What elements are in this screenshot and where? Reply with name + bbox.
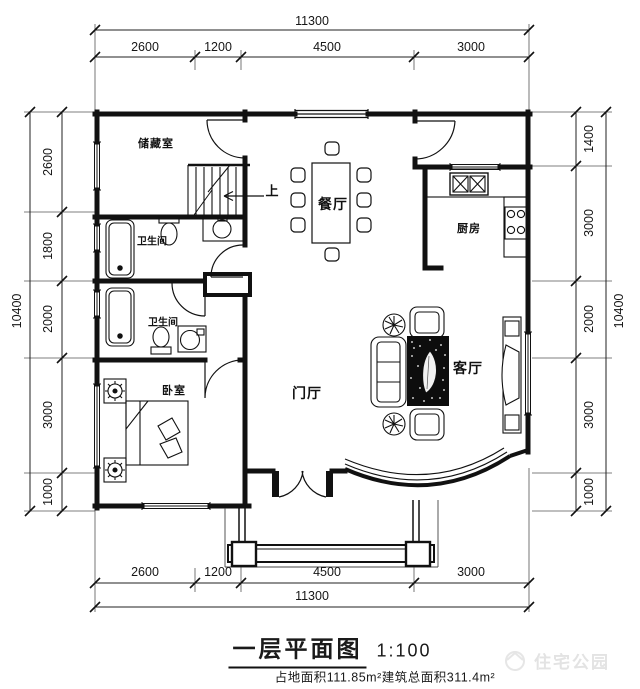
- bath1-door: [210, 244, 244, 278]
- armchair: [409, 408, 445, 441]
- dim-left-segment-3: 3000: [41, 401, 55, 429]
- bay-window: [344, 447, 529, 488]
- dim-top-segment-1: 1200: [204, 40, 232, 54]
- area-note: 占地面积111.85m²建筑总面积311.4m²: [274, 670, 496, 685]
- dim-right-segment-2: 2000: [582, 305, 596, 333]
- doors: [171, 119, 456, 498]
- kitchen-fixtures: [426, 168, 529, 258]
- storage-room-label: 储藏室: [138, 138, 174, 150]
- stairs: [187, 163, 264, 216]
- bedroom-door: [204, 359, 244, 399]
- dim-bottom-segment-2: 4500: [313, 565, 341, 579]
- walls: [92, 109, 533, 511]
- bed: [125, 400, 189, 466]
- bedroom-label: 卧室: [162, 385, 186, 397]
- bathroom1-label: 卫生间: [137, 236, 167, 248]
- dim-right-segment-4: 1000: [582, 478, 596, 506]
- bath1-fixtures: [105, 215, 244, 279]
- dim-top-segment-3: 3000: [457, 40, 485, 54]
- porch: [224, 500, 439, 568]
- dim-right-segment-3: 3000: [582, 401, 596, 429]
- brand-logo-icon: [505, 651, 525, 671]
- bedroom-furniture: [103, 378, 189, 483]
- entrance-door-arcs: [278, 470, 327, 498]
- nightstand: [103, 378, 127, 404]
- terrace-door: [414, 120, 456, 160]
- bath2-toilet: [152, 326, 170, 348]
- windows: [93, 109, 532, 510]
- bath2-door: [171, 282, 206, 317]
- stairs-up-label: 上: [265, 183, 279, 199]
- dim-bottom-segment-1: 1200: [204, 565, 232, 579]
- dimension-ticks: [24, 24, 612, 613]
- kitchen-sink: [449, 172, 489, 196]
- sofa: [370, 336, 407, 408]
- watermark: 住宅公园: [502, 647, 610, 673]
- bath2-tub: [105, 287, 135, 347]
- dimension-lines: [29, 29, 607, 608]
- dim-bottom-segment-0: 2600: [131, 565, 159, 579]
- dimension-extension-lines: [24, 24, 612, 612]
- living-furniture: [370, 306, 522, 441]
- dim-right-total: 10400: [612, 293, 626, 329]
- dim-left-segment-4: 1000: [41, 478, 55, 506]
- dim-top-segment-0: 2600: [131, 40, 159, 54]
- dim-bottom-segment-3: 3000: [457, 565, 485, 579]
- kitchen-label: 厨房: [457, 223, 481, 235]
- entrance-hall-label: 门厅: [292, 385, 322, 401]
- bath2-fixtures: [105, 287, 207, 355]
- bath2-basin: [177, 325, 207, 353]
- dim-bottom-total: 11300: [295, 589, 329, 603]
- stairs-up-arrow: [223, 190, 264, 202]
- dim-left-total: 10400: [10, 293, 24, 329]
- bath1-tub: [105, 219, 135, 279]
- drawing-scale: 1:100: [376, 640, 432, 661]
- plant: [382, 313, 406, 337]
- brand-name: 住宅公园: [534, 652, 610, 672]
- entrance-door-leaf-right: [326, 471, 333, 497]
- dim-top-total: 11300: [295, 14, 329, 28]
- dim-left-segment-1: 1800: [41, 232, 55, 260]
- dining-set: [290, 141, 372, 262]
- kitchen-stove: [504, 206, 528, 240]
- dining-room-label: 餐厅: [318, 196, 348, 212]
- storage-door: [206, 119, 246, 159]
- bathroom2-label: 卫生间: [148, 317, 178, 329]
- dim-right-segment-1: 3000: [582, 209, 596, 237]
- entrance-door-leaf-left: [272, 471, 279, 497]
- drawing-title: 一层平面图: [228, 630, 367, 669]
- nightstand: [103, 457, 127, 483]
- living-room-label: 客厅: [453, 360, 483, 376]
- dim-right-segment-0: 1400: [582, 125, 596, 153]
- dim-top-segment-2: 4500: [313, 40, 341, 54]
- living-rug: [407, 336, 449, 406]
- dim-left-segment-0: 2600: [41, 148, 55, 176]
- title-block: 一层平面图 1:100: [228, 630, 431, 669]
- tv: [501, 344, 520, 406]
- plant: [382, 412, 406, 436]
- dim-left-segment-2: 2000: [41, 305, 55, 333]
